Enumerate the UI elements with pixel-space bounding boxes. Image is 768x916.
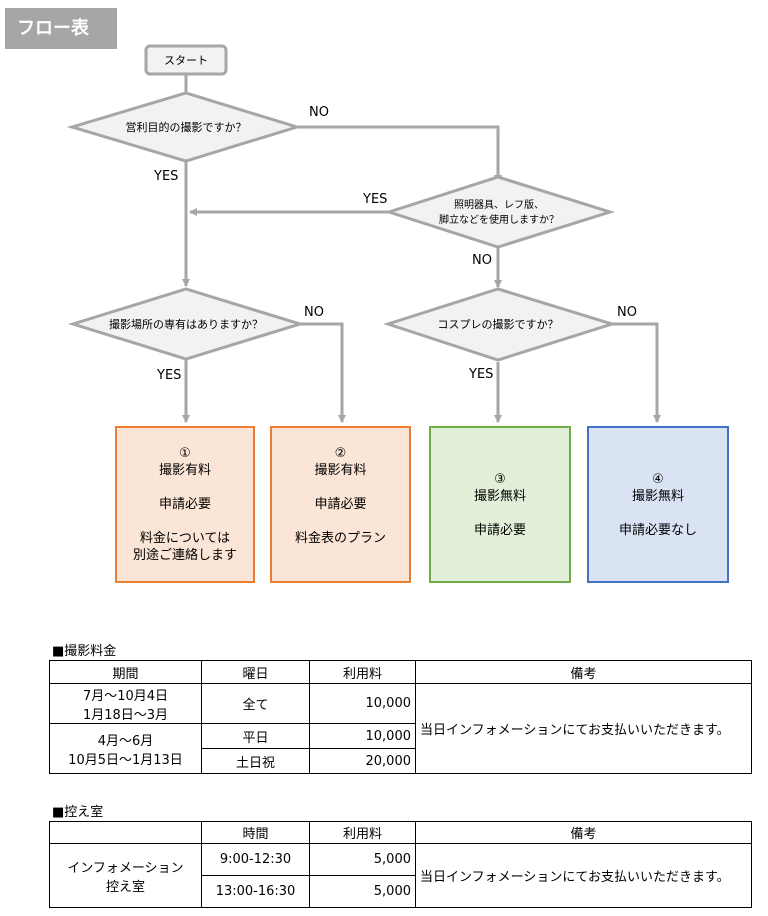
result-4-line1: 撮影無料: [631, 488, 684, 504]
start-node: [144, 44, 228, 76]
arrow-q3-no: [300, 322, 346, 423]
decision-q2: [384, 175, 616, 249]
result-4-number: ④: [652, 471, 664, 487]
arrow-q1-no: [297, 125, 502, 183]
arrow-q4-no: [612, 322, 661, 423]
q3-yes-label: YES: [156, 368, 181, 383]
q2-label-line2: 脚立などを使用しますか？: [439, 213, 559, 226]
flow-chart: スタート 営利目的の撮影ですか？ 照明器具、レフ版、 脚立などを使用しますか？ …: [66, 44, 661, 423]
table-row: 4月～6月 10月5日～1月13日 平日 10,000: [49, 723, 752, 774]
result-3-number: ③: [494, 471, 506, 487]
result-1-line2: 申請必要: [158, 497, 211, 512]
result-2-line3: 料金表のプラン: [294, 531, 386, 546]
waiting-room-table: 時間 利用料 備考 インフォメーション 控え室 9:00-12:30 5,000…: [49, 821, 752, 908]
waiting-room-name-line1: インフォメーション: [67, 860, 184, 876]
result-1-line3: 料金については: [139, 531, 231, 546]
waiting-room-section-title: ■控え室: [52, 805, 104, 820]
decision-q1: [66, 91, 303, 163]
result-1-line1: 撮影有料: [158, 463, 211, 478]
q1-label: 営利目的の撮影ですか？: [126, 120, 247, 134]
decision-q3: [67, 287, 306, 361]
period-2-line1: 4月～6月: [97, 733, 154, 749]
q1-yes-label: YES: [153, 169, 178, 184]
waiting-note-cell: 当日インフォメーションにてお支払いいただきます。: [415, 843, 752, 908]
time-cell: 13:00-16:30: [201, 875, 310, 908]
fees-header-fee: 利用料: [309, 660, 416, 684]
page-title: フロー表: [5, 8, 117, 49]
period-cell-2: 4月～6月 10月5日～1月13日: [49, 723, 202, 774]
result-2-line1: 撮影有料: [314, 463, 367, 478]
waiting-header-time: 時間: [201, 821, 310, 844]
waiting-room-name-cell: インフォメーション 控え室: [49, 843, 202, 908]
result-box-1: ① 撮影有料 申請必要 料金については 別途ご連絡します: [115, 426, 255, 583]
table-row: インフォメーション 控え室 9:00-12:30 5,000 当日インフォメーシ…: [49, 843, 752, 908]
result-1-number: ①: [179, 446, 191, 461]
table-row: 土日祝 20,000: [50, 748, 752, 774]
waiting-header-empty: [49, 821, 202, 844]
connector-lines: [182, 75, 661, 423]
q3-no-label: NO: [304, 305, 324, 320]
period-1-line1: 7月～10月4日: [82, 688, 169, 704]
table-row: 7月～10月4日 1月18日～3月 全て 10,000 当日インフォメーションに…: [49, 683, 752, 774]
fee-cell: 10,000: [309, 683, 416, 724]
fees-header-note: 備考: [415, 660, 752, 684]
q4-label: コスプレの撮影ですか？: [438, 317, 559, 331]
fees-header-row: 期間 曜日 利用料 備考: [49, 660, 752, 684]
result-2-line2: 申請必要: [314, 497, 367, 512]
period-2-line2: 10月5日～1月13日: [68, 752, 183, 768]
period-cell-1: 7月～10月4日 1月18日～3月: [49, 683, 202, 724]
fees-table: 期間 曜日 利用料 備考 7月～10月4日 1月18日～3月 全て 10,000…: [49, 660, 752, 774]
q4-yes-label: YES: [468, 367, 493, 382]
result-box-2: ② 撮影有料 申請必要 料金表のプラン: [270, 426, 411, 583]
waiting-room-name-line2: 控え室: [105, 879, 145, 895]
result-3-line1: 撮影無料: [473, 488, 526, 504]
result-3-line2: 申請必要: [473, 522, 526, 538]
q1-no-label: NO: [309, 105, 329, 120]
q3-label: 撮影場所の専有はありますか？: [109, 317, 263, 331]
fees-header-period: 期間: [49, 660, 202, 684]
waiting-header-row: 時間 利用料 備考: [49, 821, 752, 844]
period-1-line2: 1月18日～3月: [82, 707, 169, 723]
fee-cell: 5,000: [309, 875, 416, 908]
time-cell: 9:00-12:30: [201, 843, 310, 876]
q4-no-label: NO: [617, 305, 637, 320]
q2-label-line1: 照明器具、レフ版、: [454, 198, 544, 211]
day-cell: 土日祝: [201, 748, 310, 774]
result-1-line4: 別途ご連絡します: [132, 548, 237, 563]
q2-yes-label: YES: [362, 192, 387, 207]
fee-cell: 5,000: [309, 843, 416, 876]
waiting-header-note: 備考: [415, 821, 752, 844]
day-cell: 全て: [201, 683, 310, 724]
result-2-number: ②: [334, 446, 347, 461]
decision-q4: [383, 287, 618, 362]
fee-cell: 10,000: [309, 723, 416, 749]
fees-header-day: 曜日: [201, 660, 310, 684]
fees-section-title: ■撮影料金: [52, 644, 117, 659]
result-4-line2: 申請必要なし: [618, 522, 697, 538]
fees-note-cell: 当日インフォメーションにてお支払いいただきます。: [415, 683, 752, 774]
waiting-header-fee: 利用料: [309, 821, 416, 844]
q2-no-label: NO: [472, 253, 492, 268]
day-cell: 平日: [201, 723, 310, 749]
result-box-4: ④ 撮影無料 申請必要なし: [587, 426, 729, 583]
fee-cell: 20,000: [309, 748, 416, 774]
result-box-3: ③ 撮影無料 申請必要: [429, 426, 571, 583]
table-row: 13:00-16:30 5,000: [50, 875, 752, 908]
start-label: スタート: [164, 54, 208, 67]
